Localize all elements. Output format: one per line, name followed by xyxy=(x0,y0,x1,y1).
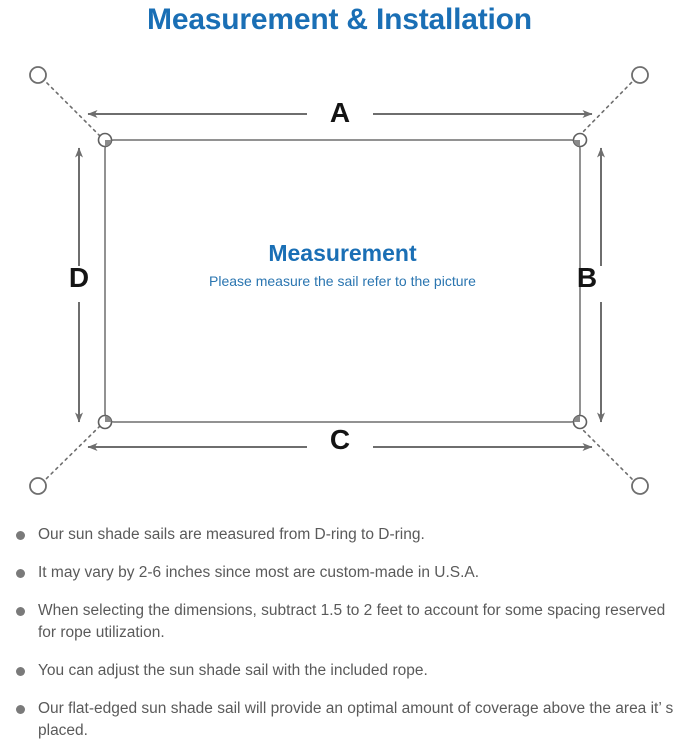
dimension-label-A: A xyxy=(329,97,351,128)
anchor-circle-top-left xyxy=(29,66,47,84)
dimension-label-C: C xyxy=(329,424,351,455)
rope-bottom-right xyxy=(578,425,633,480)
sail-measurement-diagram xyxy=(29,66,649,495)
sail-outline xyxy=(104,139,581,423)
anchor-circle-top-right xyxy=(631,66,649,84)
d-ring-wedge-bottom-right xyxy=(573,415,580,422)
list-item-text: Our flat-edged sun shade sail will provi… xyxy=(38,700,674,739)
bullet-icon xyxy=(16,607,25,616)
rope-bottom-left xyxy=(45,425,101,480)
rope-top-left xyxy=(45,81,101,137)
bullet-icon xyxy=(16,705,25,714)
rope-top-right xyxy=(578,81,633,137)
list-item: When selecting the dimensions, subtract … xyxy=(10,600,675,644)
list-item-text: It may vary by 2-6 inches since most are… xyxy=(38,564,480,581)
bullet-icon xyxy=(16,667,25,676)
list-item-text: Our sun shade sails are measured from D-… xyxy=(38,526,425,543)
bullet-icon xyxy=(16,569,25,578)
list-item: You can adjust the sun shade sail with t… xyxy=(10,660,675,682)
rope-connectors xyxy=(45,81,633,480)
anchor-circle-bottom-left xyxy=(29,477,47,495)
list-item-text: When selecting the dimensions, subtract … xyxy=(38,602,666,641)
dimension-label-D: D xyxy=(68,262,90,293)
anchor-points xyxy=(29,66,649,495)
list-item-text: You can adjust the sun shade sail with t… xyxy=(38,662,428,679)
list-item: Our sun shade sails are measured from D-… xyxy=(10,524,675,546)
d-ring-wedge-top-left xyxy=(105,140,112,147)
d-ring-wedge-top-right xyxy=(573,140,580,147)
list-item: It may vary by 2-6 inches since most are… xyxy=(10,562,675,584)
anchor-circle-bottom-right xyxy=(631,477,649,495)
notes-list: Our sun shade sails are measured from D-… xyxy=(10,524,675,742)
d-ring-wedge-bottom-left xyxy=(105,415,112,422)
d-ring-wedges xyxy=(105,140,580,422)
dimension-label-B: B xyxy=(576,262,598,293)
page-title: Measurement & Installation xyxy=(147,3,532,36)
bullet-icon xyxy=(16,531,25,540)
list-item: Our flat-edged sun shade sail will provi… xyxy=(10,698,675,742)
